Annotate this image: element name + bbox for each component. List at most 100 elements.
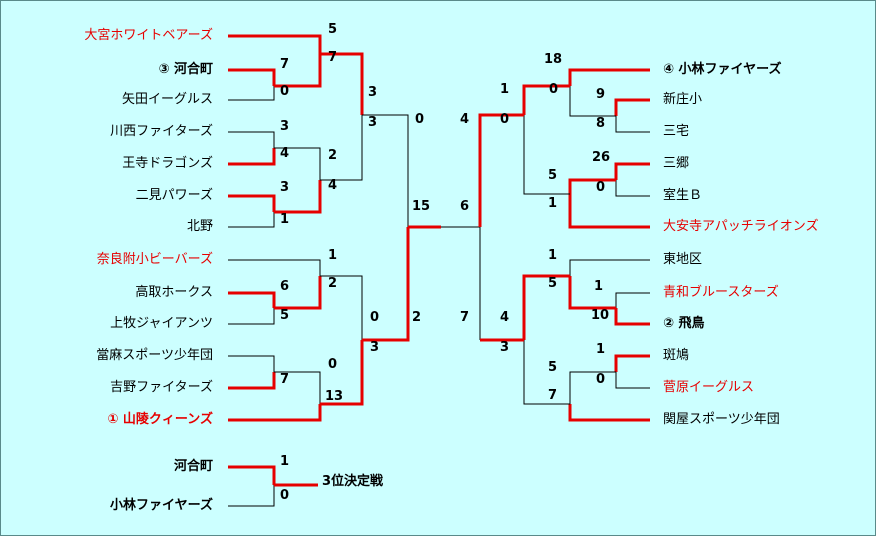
team-label: 王寺ドラゴンズ <box>122 156 213 171</box>
bracket-line <box>614 308 650 326</box>
score-label: 5 <box>548 276 558 291</box>
bracket-line <box>320 52 364 115</box>
score-label: 3 <box>368 85 378 100</box>
team-label: 上牧ジャイアンツ <box>110 316 213 331</box>
team-label: 北野 <box>186 219 213 234</box>
bracket-line <box>274 276 322 310</box>
bracket-line <box>568 194 650 229</box>
score-label: 4 <box>500 310 510 325</box>
team-label: 矢田イーグルス <box>121 92 213 107</box>
score-label: 26 <box>592 150 611 165</box>
bracket-line <box>615 116 650 133</box>
score-label: 7 <box>280 372 290 387</box>
score-label: 1 <box>596 342 606 357</box>
team-label: 室生Ｂ <box>663 188 703 203</box>
bracket-line <box>522 274 570 340</box>
bracket-line <box>569 259 650 276</box>
third-place-title: 3位決定戦 <box>322 474 384 489</box>
score-label: 1 <box>594 279 604 294</box>
team-label: 斑鳩 <box>663 348 690 363</box>
bracket-line <box>568 404 650 422</box>
score-label: 0 <box>280 84 290 99</box>
score-label: 0 <box>370 310 380 325</box>
score-label: 3 <box>280 119 290 134</box>
bracket-line <box>228 194 276 212</box>
bracket-line <box>228 259 321 276</box>
bracket-line <box>228 404 322 422</box>
bracket-line <box>228 308 275 325</box>
bracket-line <box>568 276 616 310</box>
score-label: 3 <box>500 340 510 355</box>
bracket-line <box>228 212 275 228</box>
team-label: ① 山陵クィーンズ <box>107 412 213 427</box>
score-label: 7 <box>548 388 558 403</box>
team-label: 吉野ファイターズ <box>110 380 213 395</box>
third-place-team: 河合町 <box>173 459 213 474</box>
score-label: 0 <box>415 112 425 127</box>
score-label: 0 <box>596 180 606 195</box>
score-label: 0 <box>549 82 559 97</box>
bracket-line <box>615 180 650 197</box>
score-label: 7 <box>328 50 338 65</box>
score-label: 6 <box>280 279 290 294</box>
bracket-line <box>228 372 276 390</box>
score-label: 1 <box>328 248 338 263</box>
score-label: 4 <box>328 178 338 193</box>
score-label: 13 <box>325 389 344 404</box>
bracket-line <box>522 84 570 115</box>
score-label: 6 <box>460 199 470 214</box>
bracket-line <box>320 275 363 340</box>
score-label: 3 <box>280 180 290 195</box>
bracket-line <box>274 54 322 88</box>
team-label: 新庄小 <box>663 92 703 107</box>
team-label: 奈良附小ビーバーズ <box>96 252 213 267</box>
score-label: 2 <box>328 148 338 163</box>
bracket-line <box>228 355 275 372</box>
bracket-line <box>274 180 322 214</box>
team-label: 高取ホークス <box>135 285 213 300</box>
bracket-line <box>228 148 276 166</box>
team-label: 當麻スポーツ少年団 <box>96 348 213 363</box>
score-label: 8 <box>596 116 606 131</box>
score-label: 18 <box>544 52 563 67</box>
score-label: 5 <box>328 22 338 37</box>
bracket-line <box>569 86 616 117</box>
bracket-line <box>569 371 616 404</box>
bracket-line <box>228 291 276 308</box>
team-label: 青和ブルースターズ <box>663 285 779 300</box>
score-label: 4 <box>280 146 290 161</box>
bracket-line <box>614 354 650 372</box>
score-label: 10 <box>591 308 610 323</box>
bracket-line <box>523 115 570 195</box>
score-label: 1 <box>548 248 558 263</box>
score-label: 7 <box>460 310 470 325</box>
score-label: 0 <box>280 488 290 503</box>
team-label: 菅原イーグルス <box>663 380 755 395</box>
bracket-line <box>523 340 570 405</box>
team-label: 大安寺アパッチライオンズ <box>663 219 819 234</box>
score-label: 0 <box>328 357 338 372</box>
bracket-line <box>568 178 616 194</box>
bracket-line <box>228 34 322 54</box>
bracket-line <box>362 227 410 342</box>
score-label: 3 <box>370 340 380 355</box>
bracket-line <box>228 86 275 101</box>
score-label: 4 <box>460 112 470 127</box>
bracket-line <box>228 68 276 86</box>
bracket-line <box>228 485 275 507</box>
bracket-line <box>274 147 321 180</box>
bracket-line <box>362 114 409 227</box>
bracket-line <box>615 292 650 308</box>
bracket-line <box>478 113 524 227</box>
score-label: 1 <box>280 454 290 469</box>
score-label: 1 <box>548 196 558 211</box>
score-label: 7 <box>280 57 290 72</box>
score-label: 2 <box>328 276 338 291</box>
score-label: 5 <box>548 360 558 375</box>
third-place-team: 小林ファイヤーズ <box>110 498 213 513</box>
team-label: 三郷 <box>663 156 690 171</box>
bracket-line <box>274 371 321 404</box>
team-label: 東地区 <box>663 252 703 267</box>
score-label: 5 <box>548 168 558 183</box>
